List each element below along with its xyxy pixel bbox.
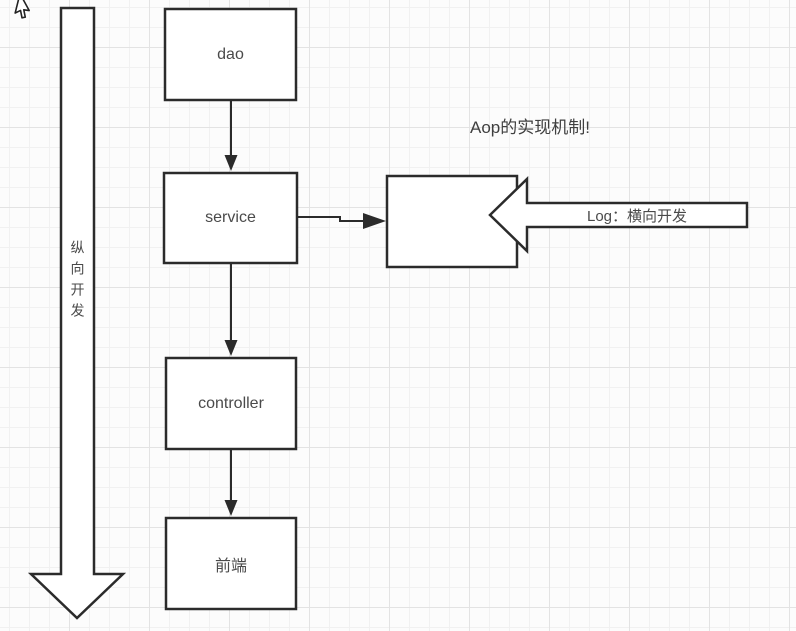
connector-service-controller[interactable] bbox=[224, 263, 238, 356]
log-arrow-shape[interactable] bbox=[488, 176, 749, 254]
connector-service-aop[interactable] bbox=[297, 213, 386, 229]
connector-controller-frontend[interactable] bbox=[224, 449, 238, 516]
connector-dao-service[interactable] bbox=[224, 100, 238, 171]
frontend-node[interactable] bbox=[164, 516, 298, 611]
vertical-dev-arrow-shape[interactable] bbox=[27, 6, 127, 620]
controller-node[interactable] bbox=[164, 356, 298, 451]
dao-node[interactable] bbox=[163, 7, 298, 102]
service-node[interactable] bbox=[162, 171, 299, 265]
